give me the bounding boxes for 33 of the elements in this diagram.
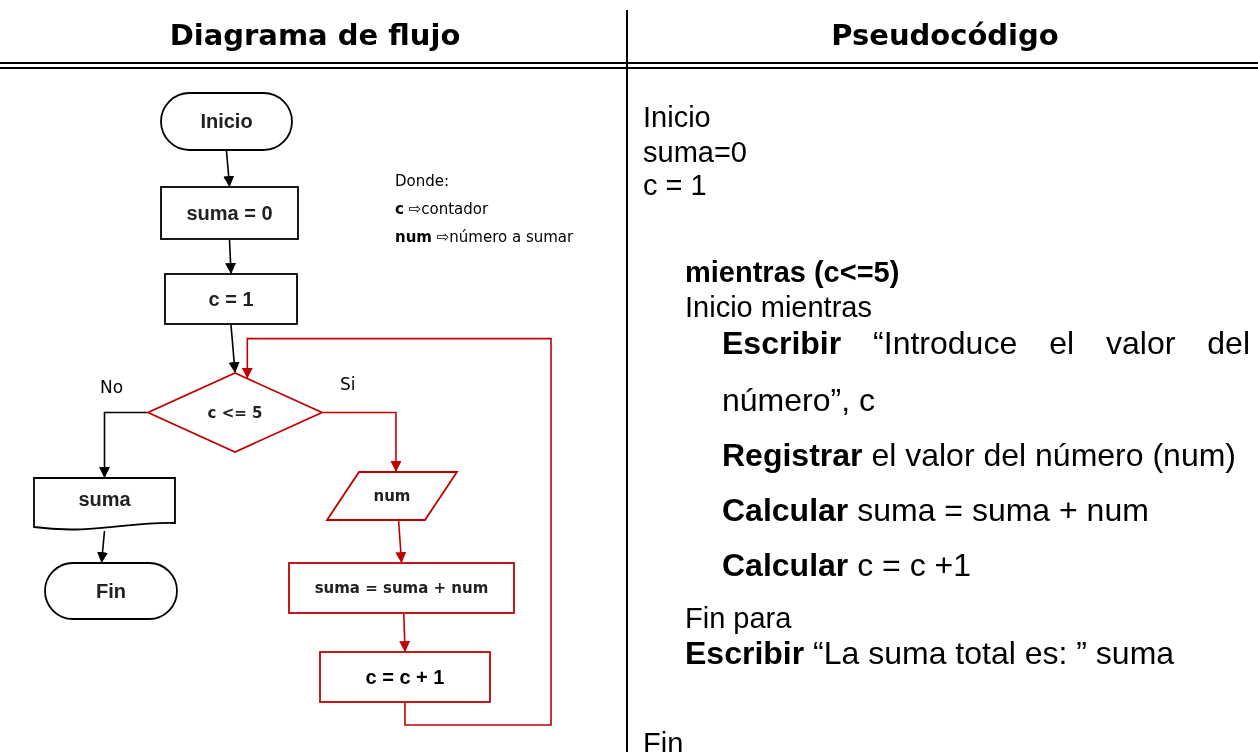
node-label: Inicio (200, 110, 253, 133)
pseudocode-line: suma=0 (643, 135, 747, 170)
note-text: c ⇨contador (395, 200, 489, 218)
arrow (399, 613, 411, 653)
column-heading: Diagrama de flujo (168, 18, 462, 53)
node-label: num (373, 487, 411, 505)
node-label: suma (78, 487, 131, 511)
note-text: num ⇨número a sumar (395, 228, 574, 246)
arrow (395, 520, 407, 564)
column-heading: Pseudocódigo (830, 18, 1060, 53)
node-label: suma = 0 (186, 201, 273, 225)
pseudocode-line: Fin para (685, 601, 792, 636)
pseudocode-line: c = 1 (643, 168, 707, 203)
pseudocode-line: Calcular suma = suma + num (722, 491, 1149, 530)
pseudocode-line: mientras (c<=5) (685, 255, 900, 290)
pseudocode-line: Calcular c = c +1 (722, 546, 971, 585)
node-label: Fin (96, 579, 126, 603)
pseudocode-line: Registrar el valor del número (num) (722, 436, 1236, 475)
pseudocode-line: Escribir “La suma total es: ” suma (685, 634, 1175, 673)
pseudocode-line: Inicio (643, 100, 711, 135)
arrow (223, 150, 235, 188)
node-label: suma = suma + num (314, 579, 489, 597)
node-label: c = 1 (208, 287, 254, 311)
arrow (97, 530, 108, 564)
node-label: c = c + 1 (365, 665, 445, 689)
note-text: Donde: (395, 172, 450, 190)
arrow (225, 239, 237, 275)
pseudocode-line: Inicio mientras (685, 290, 872, 325)
arrow (228, 324, 240, 374)
arrow (241, 337, 552, 726)
arrow (322, 411, 402, 473)
node-label: c <= 5 (207, 403, 263, 422)
arrow (99, 411, 148, 479)
